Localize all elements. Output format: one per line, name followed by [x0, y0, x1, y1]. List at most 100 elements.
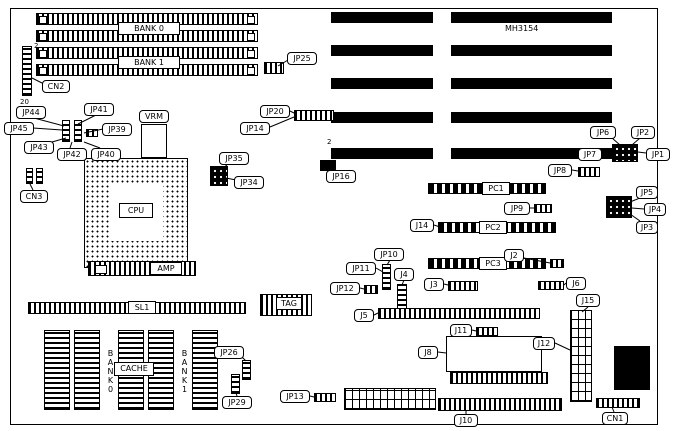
j15-label: J15 — [576, 294, 600, 307]
jp13-connector — [314, 393, 336, 402]
power-connector — [344, 388, 436, 410]
cn3-connector — [36, 168, 43, 184]
jp7-label: JP7 — [578, 148, 602, 161]
isa-slot — [451, 78, 612, 89]
j8-label: J8 — [418, 346, 438, 359]
jp25-label: JP25 — [287, 52, 317, 65]
isa-slot — [451, 148, 612, 159]
bank1-label: BANK 1 — [118, 56, 180, 69]
pc2-label: PC2 — [479, 221, 507, 234]
bank0-label: BANK 0 — [118, 22, 180, 35]
j11-connector — [476, 327, 498, 336]
j3-label: J3 — [424, 278, 444, 291]
j6-label: J6 — [566, 277, 586, 290]
jp10-label: JP10 — [374, 248, 404, 261]
jumper-block — [74, 120, 82, 142]
j5-connector — [378, 308, 540, 319]
isa-pin2-label: 2 — [327, 138, 332, 146]
cn1-label: CN1 — [602, 412, 628, 425]
cache-bank1-label: BANK1 — [175, 332, 189, 410]
jumper-block — [86, 129, 98, 137]
j8-connector — [446, 336, 542, 372]
j3-connector — [448, 281, 478, 291]
jp2-label: JP2 — [631, 126, 655, 139]
jp1-label: JP1 — [646, 148, 670, 161]
cn2-pin2-label: 2 — [34, 42, 39, 50]
amp-label: AMP — [150, 262, 182, 275]
cache-chip — [44, 330, 70, 410]
isa-slot — [331, 112, 433, 123]
isa-slot — [331, 78, 433, 89]
jp4-label: JP4 — [644, 203, 666, 216]
isa-slot — [451, 112, 612, 123]
jp12-connector — [364, 285, 378, 294]
sl1-label: SL1 — [128, 301, 156, 314]
jp39-label: JP39 — [102, 123, 132, 136]
jp8-connector — [578, 167, 600, 177]
jp45-label: JP45 — [4, 122, 34, 135]
cn2-pin20-label: 20 — [20, 98, 29, 106]
jp34-label: JP34 — [234, 176, 264, 189]
jp29-label: JP29 — [222, 396, 252, 409]
isa-slot — [331, 45, 433, 56]
keyboard-connector — [614, 346, 650, 390]
j12-label: J12 — [533, 337, 555, 350]
jp14-label: JP14 — [240, 122, 270, 135]
pc3-label: PC3 — [479, 257, 507, 270]
jp12-label: JP12 — [330, 282, 360, 295]
cache-chip — [192, 330, 218, 410]
cache-chip — [74, 330, 100, 410]
jp10-connector — [382, 264, 391, 290]
j10-connector — [438, 398, 562, 411]
cn3-connector — [26, 168, 33, 184]
jp3-label: JP3 — [636, 221, 658, 234]
j6-connector — [538, 281, 564, 290]
jp11-label: JP11 — [346, 262, 376, 275]
jp35-label: JP35 — [219, 152, 249, 165]
jp26-connector — [242, 360, 251, 380]
j15-header — [570, 310, 592, 402]
j2-label: J2 — [504, 249, 524, 262]
j4-label: J4 — [394, 268, 414, 281]
isa-slot — [331, 12, 433, 23]
j14-label: J14 — [410, 219, 434, 232]
jp8-label: JP8 — [548, 164, 572, 177]
j10-label: J10 — [454, 414, 478, 427]
isa-slot — [451, 12, 612, 23]
jp43-label: JP43 — [24, 141, 54, 154]
jp42-label: JP42 — [57, 148, 87, 161]
cpu-socket — [84, 158, 188, 268]
jp41-label: JP41 — [84, 103, 114, 116]
jp6-label: JP6 — [590, 126, 616, 139]
cache-label: CACHE — [114, 362, 154, 376]
cache-bank0-label: BANK0 — [101, 332, 115, 410]
jumper-block — [62, 120, 70, 142]
cpu-label: CPU — [119, 203, 153, 218]
jp13-label: JP13 — [280, 390, 310, 403]
jp16-label: JP16 — [326, 170, 356, 183]
cn2-connector — [22, 46, 32, 96]
isa-slot — [331, 148, 433, 159]
board-outline — [10, 8, 658, 425]
jp40-label: JP40 — [91, 148, 121, 161]
cn3-label: CN3 — [20, 190, 48, 203]
cn2-label: CN2 — [42, 80, 70, 93]
jp20-connector — [294, 110, 334, 121]
j11-label: J11 — [450, 324, 472, 337]
jp44-label: JP44 — [16, 106, 46, 119]
jp1267-block — [612, 144, 638, 162]
jp29-connector — [231, 374, 240, 394]
jp9-connector — [534, 204, 552, 213]
jp5-label: JP5 — [636, 186, 658, 199]
j2-connector — [550, 259, 564, 268]
jp20-label: JP20 — [260, 105, 290, 118]
jp26-label: JP26 — [214, 346, 244, 359]
vrm-label: VRM — [139, 110, 169, 123]
isa-slot — [451, 45, 612, 56]
j8-pin-row — [450, 372, 548, 384]
jp35-jp34-block — [210, 166, 228, 186]
pc1-label: PC1 — [482, 182, 510, 195]
jp345-block — [606, 196, 632, 218]
tag-label: TAG — [276, 297, 302, 310]
